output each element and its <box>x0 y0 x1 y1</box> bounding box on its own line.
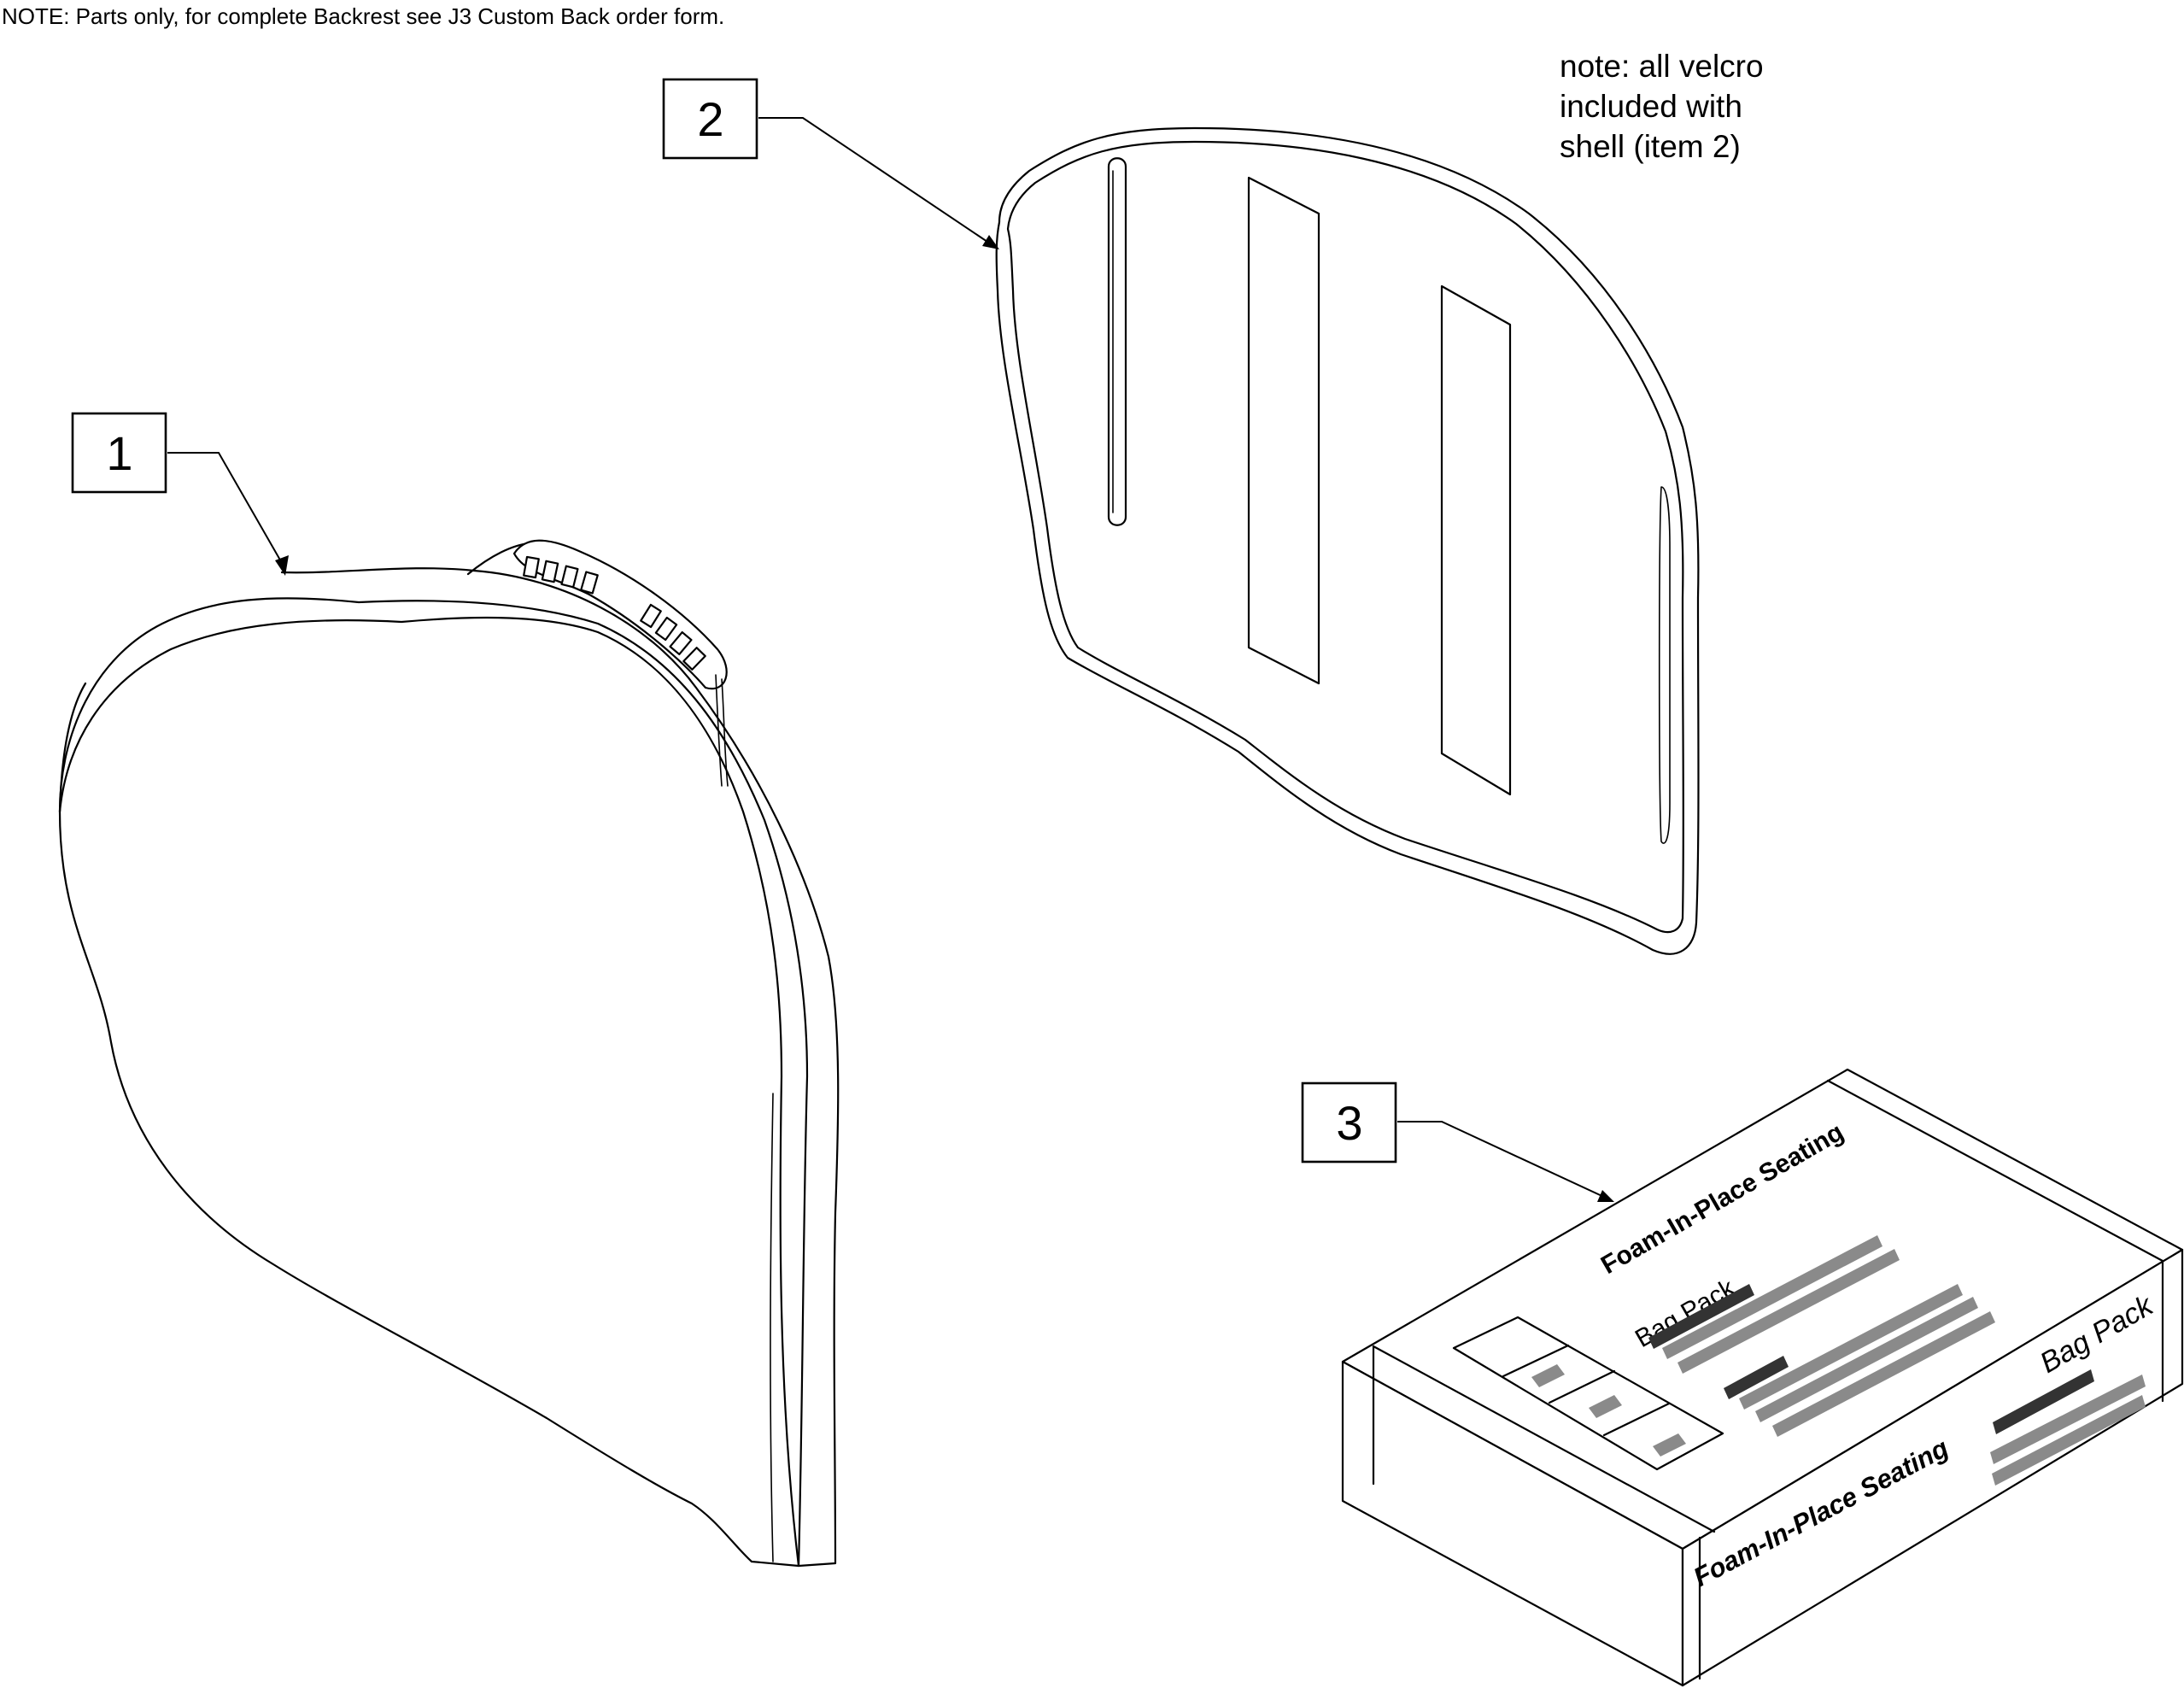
callout-2: 2 <box>662 78 999 249</box>
part-3-box: Foam-In-Place Seating Bag Pack Foam-In-P… <box>1341 1068 2184 1687</box>
side-note-line-3: shell (item 2) <box>1560 129 1741 164</box>
part-1-cushion <box>58 539 840 1568</box>
callout-3-number: 3 <box>1336 1096 1362 1150</box>
box-top-bars <box>1648 1235 1995 1437</box>
side-note-line-1: note: all velcro <box>1560 49 1764 84</box>
box-side-bars <box>1990 1369 2146 1486</box>
header-note: NOTE: Parts only, for complete Backrest … <box>2 3 724 29</box>
callout-1-number: 1 <box>106 426 132 480</box>
side-note: note: all velcro included with shell (it… <box>1560 49 1764 164</box>
callout-2-number: 2 <box>697 92 723 146</box>
box-top-panel <box>1452 1316 1724 1471</box>
callout-3: 3 <box>1301 1081 1614 1202</box>
part-2-shell <box>995 126 1700 955</box>
callout-1: 1 <box>71 412 289 576</box>
side-note-line-2: included with <box>1560 89 1742 124</box>
